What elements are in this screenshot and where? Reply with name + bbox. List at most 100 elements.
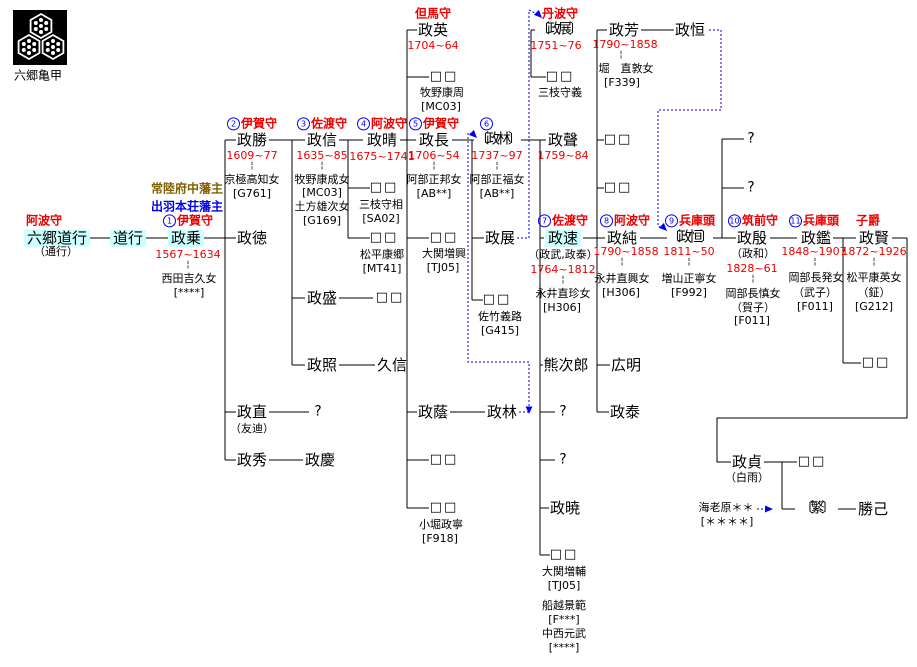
title-masachika-label: 佐渡守 <box>551 213 589 228</box>
unknown-masanao-child-label: ? <box>314 403 322 420</box>
code-masanobu-wife2: [G169] <box>302 213 342 227</box>
years-masaakira: 1848~1907 <box>781 245 846 258</box>
alt-wife-masakata-label: （鉦） <box>857 285 891 299</box>
title-hitachi-fuchu-label: 常陸府中藩主 <box>150 181 224 196</box>
person-masateru-label: 政照 <box>306 355 338 374</box>
code-masayoshi2-wife: [F339] <box>604 76 640 89</box>
years-masakata: 1872~1926 <box>841 244 907 258</box>
title-masanori-label: 伊賀守 <box>176 213 214 228</box>
code-satake-label: [G415] <box>480 323 520 337</box>
person-masazumi-label: 政純 <box>606 228 638 247</box>
person-masanobu-label: 政信 <box>306 130 338 149</box>
person-masafusa-label: 政英 <box>417 20 449 39</box>
title-masazumi-label: 阿波守 <box>613 213 651 228</box>
daughter-masamori: □□ <box>376 290 405 305</box>
code-masazumi-wife: [H306] <box>602 285 640 299</box>
person-masasada: 政貞 <box>732 454 762 471</box>
wife-masashige10: 岡部長慎女 <box>726 287 781 300</box>
code-kobori-label: [F918] <box>422 531 458 545</box>
wife-masanaga: 阿部正邦女 <box>407 173 462 186</box>
wife-masashige6: 阿部正福女 <box>470 173 525 186</box>
years-masashige6: 1737~97 <box>471 149 522 162</box>
succession-number-3-icon: 3 <box>296 117 310 131</box>
husband-nakanishi-mototake-label: 中西元武 <box>542 626 586 640</box>
person-masayoshi: 政慶 <box>305 452 335 469</box>
person-masatsune-adopted: 〔政恒〕 <box>667 230 714 245</box>
code-masashige10-wife-label: [F011] <box>734 313 770 327</box>
person-masazumi: 政純 <box>607 230 637 247</box>
wife-masanori: 西田吉久女 <box>161 271 217 285</box>
adoption-dotted-line <box>517 9 536 239</box>
bar-masachika: ¦ <box>561 275 564 286</box>
years-masatsune-label: 1811~50 <box>663 244 715 258</box>
daughter-makino-label: □□ <box>429 68 459 84</box>
years-masanori-label: 1567~1634 <box>155 247 221 261</box>
years-masatsune: 1811~50 <box>663 244 715 258</box>
code-masakatsu-wife-label: [G761] <box>232 186 272 200</box>
code-masanori-wife-label: [****] <box>173 285 205 299</box>
title-dewa-honjo-label: 出羽本荘藩主 <box>150 199 224 214</box>
daughter-kobori-label: □□ <box>429 499 459 515</box>
daughter-unknown2-label: □□ <box>603 131 633 147</box>
lineage-line <box>716 238 908 463</box>
code-masatsune-wife: [F992] <box>671 286 707 299</box>
daughter-saegusa-label: □□ <box>369 179 399 195</box>
bar-masanaga-label: ¦ <box>432 161 436 172</box>
person-masashige10-label: 政殷 <box>736 228 768 247</box>
person-masakage-label: 政蔭 <box>417 402 449 421</box>
person-masachika-label: 政速 <box>547 228 579 247</box>
succession-number-9-icon: 9 <box>664 214 678 228</box>
person-masakata: 政賢 <box>859 230 889 247</box>
title-masahide2: 但馬守 <box>415 7 451 20</box>
code-masanori-wife: [****] <box>173 285 205 299</box>
bar-masanaga: ¦ <box>432 161 436 172</box>
years-masakiyo-label: 1759~84 <box>537 148 589 162</box>
wife-masayoshi2-label: 堀 直敦女 <box>598 61 654 75</box>
daughter-unknown3-label: □□ <box>603 179 633 195</box>
wife-masanori-label: 西田吉久女 <box>161 271 217 285</box>
person-hisanobu-label: 久信 <box>376 355 408 374</box>
succession-number-5-icon: 5 <box>408 117 422 131</box>
years-masayoshi2: 1790~1858 <box>592 38 657 51</box>
person-masanaga-label: 政長 <box>418 130 450 149</box>
years-masazumi-label: 1790~1858 <box>593 244 659 258</box>
bar-masakatsu-label: ¦ <box>250 161 254 172</box>
daughter-unknown3: □□ <box>603 179 633 195</box>
husband-saegusa-morisuke: 三枝守相 <box>359 198 403 211</box>
code-masachika-wife-label: [H306] <box>543 300 581 314</box>
person-hiroaki-label: 広明 <box>610 355 642 374</box>
person-masafusa: 政英 <box>418 22 448 39</box>
wife-masanobu-2-label: 土方雄次女 <box>294 199 350 213</box>
rokugo-kikko-crest-icon <box>13 10 67 65</box>
years-masakata-label: 1872~1926 <box>841 244 907 258</box>
bar-masashige6-label: ¦ <box>495 161 499 172</box>
person-masashige-adopted-label: 〔政林〕 <box>475 131 522 148</box>
code-masanobu-wife1-label: [MC03] <box>302 185 342 199</box>
bar-masanobu-label: ¦ <box>320 161 324 172</box>
code-saegusa-label: [SA02] <box>362 211 400 225</box>
title-masaakira-label: 兵庫頭 <box>802 213 840 228</box>
person-masamori-label: 政盛 <box>306 288 338 307</box>
wife-masaakira-label: 岡部長発女 <box>788 270 844 284</box>
unknown-child-1-label: ? <box>559 403 567 420</box>
adoption-dotted-line <box>467 132 530 413</box>
daughter-kobori: □□ <box>429 499 459 515</box>
title-masanobu2-label: 丹波守 <box>541 6 579 21</box>
code-ozeki1: [TJ05] <box>427 261 460 274</box>
daughter-ozeki2-label: □□ <box>549 546 579 562</box>
adoption-arrow-masashige <box>468 129 477 138</box>
wife-masayoshi2: 堀 直敦女 <box>598 61 654 75</box>
years-masanaga: 1706~54 <box>408 149 459 162</box>
title-masakatsu-label: 伊賀守 <box>240 116 278 131</box>
code-matsudaira: [MT41] <box>363 262 402 275</box>
wife-masazumi-label: 永井直興女 <box>594 271 650 285</box>
person-rokugo-michiyuki: 六郷道行 <box>23 230 91 247</box>
code-masazumi-wife-label: [H306] <box>602 285 640 299</box>
daughter-matsudaira: □□ <box>370 230 399 245</box>
alt-masachika-label: （政武,政泰） <box>528 247 598 261</box>
code-funakoshi-label: [F***] <box>548 612 580 626</box>
code-masanobu-wife2-label: [G169] <box>302 213 342 227</box>
